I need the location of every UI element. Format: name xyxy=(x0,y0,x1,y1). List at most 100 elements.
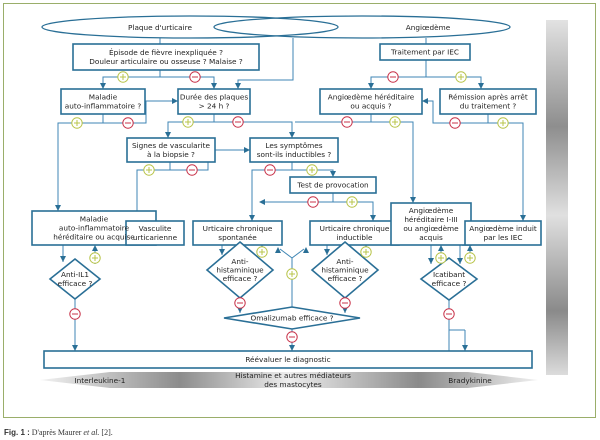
arrowhead-icon xyxy=(289,345,295,351)
node-uci xyxy=(309,220,400,246)
node-ao-iec xyxy=(464,220,542,246)
node-ao-hered-text: ou acquis ? xyxy=(350,102,391,111)
node-provocation xyxy=(289,176,377,194)
arrowhead-icon xyxy=(60,256,66,262)
plus-sign-icon xyxy=(360,246,372,258)
node-remission-text: Rémission après arrêt xyxy=(448,93,528,102)
arrowhead-icon xyxy=(92,245,98,251)
node-ucs-text: spontanée xyxy=(218,233,257,242)
arrowhead-icon xyxy=(289,132,295,138)
arrowhead-icon xyxy=(370,215,376,221)
arrowhead-icon xyxy=(324,249,330,255)
node-ucs-text: Urticaire chronique xyxy=(203,224,273,233)
connector-line xyxy=(295,114,372,123)
decision-icatibant xyxy=(419,257,479,301)
connector-line xyxy=(422,100,489,124)
node-duree-text: Durée des plaques xyxy=(180,93,248,102)
arrowhead-icon xyxy=(330,171,336,177)
decision-antihist-1-text: Anti- xyxy=(231,257,249,266)
node-duree xyxy=(177,88,251,115)
node-fievre-text: Épisode de fièvre inexpliquée ? xyxy=(109,48,223,57)
minus-sign-icon xyxy=(69,308,81,320)
arrowhead-icon xyxy=(428,258,434,264)
branch-signs xyxy=(69,71,509,343)
arrowhead-icon xyxy=(457,258,463,264)
figure-caption: Fig. 1 : D'après Maurer et al. [2]. xyxy=(4,428,113,437)
entry-angioedema-label: Angiœdème xyxy=(406,23,451,32)
connector-line xyxy=(102,70,161,89)
node-iec xyxy=(379,43,471,61)
nodes xyxy=(31,15,542,369)
decision-antihist-2-text: efficace ? xyxy=(328,274,363,283)
plus-sign-icon xyxy=(455,71,467,83)
decision-omalizumab xyxy=(223,306,361,330)
node-fievre-text: Douleur articulaire ou osseuse ? Malaise… xyxy=(89,57,243,66)
plus-sign-icon xyxy=(346,196,358,208)
plus-sign-icon xyxy=(89,252,101,264)
minus-sign-icon xyxy=(189,71,201,83)
arrowhead-icon xyxy=(211,83,217,89)
plus-sign-icon xyxy=(286,268,298,280)
caption-label: Fig. 1 : xyxy=(4,428,30,437)
decision-anti-il1-text: efficace ? xyxy=(58,279,93,288)
node-ao-123-text: acquis xyxy=(419,233,443,242)
entry-angioedema-ellipse xyxy=(213,15,511,39)
minus-sign-icon xyxy=(449,117,461,129)
decision-antihist-2-text: Anti- xyxy=(336,257,354,266)
node-ao-123-text: Angiœdème xyxy=(409,206,454,215)
entry-urticaire-label: Plaque d'urticaire xyxy=(128,23,192,32)
node-vasculite xyxy=(125,220,185,246)
plus-sign-icon xyxy=(182,116,194,128)
arrowhead-icon xyxy=(235,83,241,89)
node-ao-123 xyxy=(390,202,472,246)
plus-sign-icon xyxy=(256,246,268,258)
decision-anti-il1-text: Anti-IL1 xyxy=(61,270,89,279)
arrowhead-icon xyxy=(172,98,178,104)
node-maladie-ai-text: auto-inflammatoire ? xyxy=(65,102,142,111)
arrowhead-icon xyxy=(249,215,255,221)
connector-line xyxy=(426,76,482,89)
connector-line xyxy=(160,76,215,89)
arrowhead-icon xyxy=(438,245,444,251)
arrowhead-icon xyxy=(275,247,281,253)
node-inductibles-text: Les symptômes xyxy=(265,141,322,150)
node-inductibles xyxy=(249,137,339,163)
node-reevaluer-text: Réévaluer le diagnostic xyxy=(245,355,330,364)
connector-line xyxy=(371,121,414,203)
minus-sign-icon xyxy=(341,116,353,128)
arrowhead-icon xyxy=(368,83,374,89)
connector-line xyxy=(214,121,293,138)
node-uci-text: inductible xyxy=(337,233,373,242)
entry-urticaire-ellipse xyxy=(41,15,339,39)
arrowhead-icon xyxy=(520,215,526,221)
arrowhead-icon xyxy=(303,247,309,253)
node-uci-text: Urticaire chronique xyxy=(320,224,390,233)
minus-sign-icon xyxy=(232,116,244,128)
node-ao-iec-text: Angiœdème induit xyxy=(469,224,537,233)
node-remission-text: du traitement ? xyxy=(460,102,517,111)
arrowhead-icon xyxy=(72,345,78,351)
vertical-gradient-bar xyxy=(546,20,568,375)
node-vascularite-text: Signes de vascularite xyxy=(132,141,211,150)
arrowhead-icon xyxy=(219,249,225,255)
node-ao-123-text: ou angiœdème xyxy=(403,224,459,233)
minus-sign-icon xyxy=(339,297,351,309)
minus-sign-icon xyxy=(186,164,198,176)
decision-omalizumab-text: Omalizumab efficace ? xyxy=(250,314,333,323)
mediator-histamine-label: des mastocytes xyxy=(264,380,322,389)
caption-text: D'après Maurer xyxy=(30,428,84,437)
node-ai-hered-text: héréditaire ou acquise xyxy=(53,233,135,242)
plus-sign-icon xyxy=(389,116,401,128)
node-fievre xyxy=(72,43,260,71)
minus-sign-icon xyxy=(443,308,455,320)
node-remission xyxy=(439,88,537,115)
arrowhead-icon xyxy=(237,307,243,313)
mediator-spectrum-arrow xyxy=(40,372,538,388)
arrowhead-icon xyxy=(478,83,484,89)
node-vasculite-text: Vasculite xyxy=(139,224,172,233)
node-ucs xyxy=(192,220,283,246)
node-inductibles-text: sont-ils inductibles ? xyxy=(257,150,332,159)
connector-line xyxy=(265,193,334,203)
